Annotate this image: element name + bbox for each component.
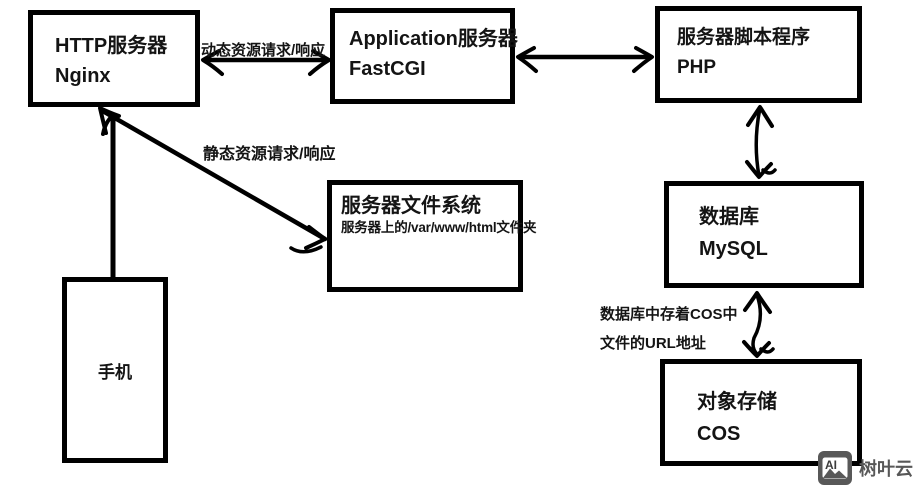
label-static-resource: 静态资源请求/响应 xyxy=(203,146,336,163)
mountain-glyph xyxy=(823,468,847,478)
label-cos-url-note: 数据库中存着COS中 文件的URL地址 xyxy=(600,300,738,358)
arrow-php-mysql xyxy=(745,105,777,179)
node-database-mysql: 数据库 MySQL xyxy=(664,181,864,288)
node-title: HTTP服务器 xyxy=(55,35,168,57)
node-subtitle: Nginx xyxy=(55,65,111,87)
arrow-phone-nginx xyxy=(101,113,116,281)
node-title: 服务器脚本程序 xyxy=(677,27,811,48)
watermark: AI 树叶云 xyxy=(818,451,913,485)
node-phone: 手机 xyxy=(62,277,168,463)
node-title: 服务器文件系统 xyxy=(341,195,481,217)
arrow-nginx-filesystem xyxy=(98,106,328,254)
node-title: Application服务器 xyxy=(349,28,518,50)
node-script-program-php: 服务器脚本程序 PHP xyxy=(655,6,862,103)
node-server-file-system: 服务器文件系统 服务器上的/var/www/html文件夹 xyxy=(327,180,537,292)
ai-glyph: AI xyxy=(825,458,837,472)
node-subtitle: COS xyxy=(697,423,741,445)
image-ai-icon: AI xyxy=(818,451,852,485)
arrow-fastcgi-php xyxy=(516,46,654,73)
node-object-storage-cos: 对象存储 COS xyxy=(660,359,862,466)
node-http-server-nginx: HTTP服务器 Nginx xyxy=(28,10,200,107)
arrow-mysql-cos xyxy=(742,291,775,358)
node-subtitle: MySQL xyxy=(699,238,768,260)
node-path-note: 服务器上的/var/www/html文件夹 xyxy=(341,220,537,235)
label-dynamic-resource: 动态资源请求/响应 xyxy=(201,42,326,59)
node-application-server-fastcgi: Application服务器 FastCGI xyxy=(330,8,518,104)
node-title: 手机 xyxy=(98,362,132,382)
arrow-nginx-fastcgi xyxy=(201,49,331,76)
label-cos-url-note-line1: 数据库中存着COS中 xyxy=(600,306,738,323)
watermark-brand: 树叶云 xyxy=(859,459,913,479)
label-cos-url-note-line2: 文件的URL地址 xyxy=(600,335,706,352)
node-title: 对象存储 xyxy=(697,391,777,413)
node-subtitle: FastCGI xyxy=(349,58,426,80)
node-title: 数据库 xyxy=(699,206,759,228)
node-subtitle: PHP xyxy=(677,57,717,78)
